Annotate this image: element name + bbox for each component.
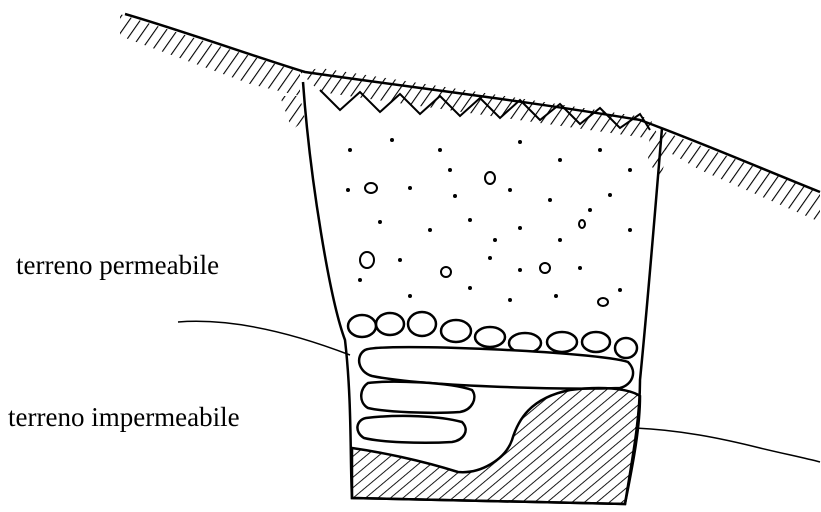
label-impermeable-soil: terreno impermeabile [8, 404, 240, 431]
pebbles-small [360, 172, 608, 306]
soil-boundary-line [178, 321, 350, 355]
gravel-fill [346, 138, 632, 302]
label-permeable-soil: terreno permeabile [16, 252, 219, 279]
soil-boundary-line-right [635, 428, 820, 462]
